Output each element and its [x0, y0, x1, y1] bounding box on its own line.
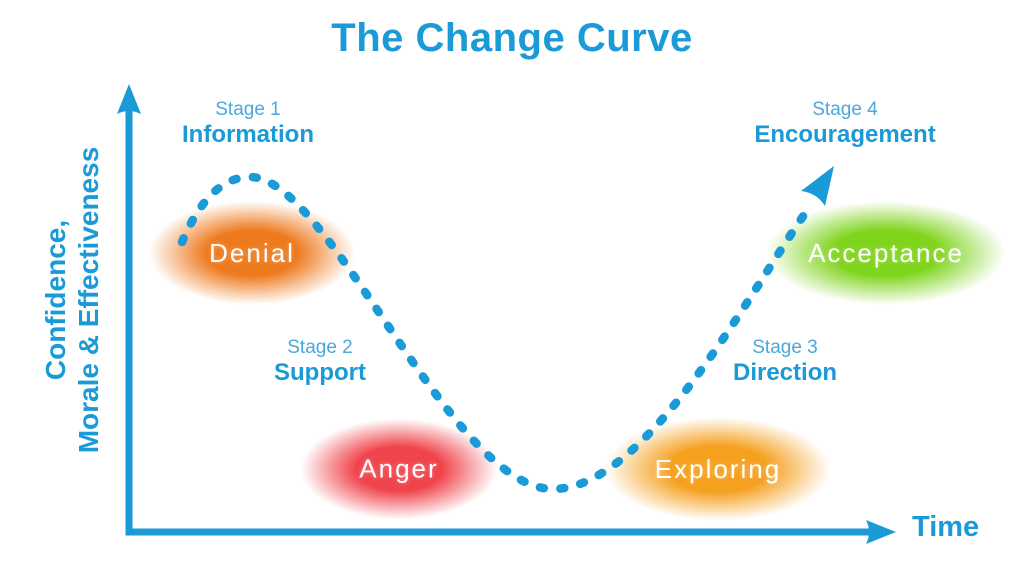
page-title: The Change Curve	[331, 16, 693, 60]
phase-label-acceptance: Acceptance	[808, 237, 964, 268]
change-curve-path	[177, 172, 811, 494]
stage-4-number: Stage 4	[812, 99, 878, 120]
stage-1-label-group: Stage 1 Information	[182, 98, 314, 149]
phase-badge-denial: Denial	[144, 199, 360, 307]
stage-3-name: Direction	[732, 359, 838, 386]
stage-1-number: Stage 1	[215, 99, 281, 120]
stage-2-name: Support	[274, 359, 366, 386]
stage-2-label-group: Stage 2 Support	[274, 336, 366, 387]
axis-lines	[125, 110, 870, 536]
stage-2-number: Stage 2	[287, 337, 353, 358]
stage-3-number: Stage 3	[752, 337, 818, 358]
curve-arrowhead-icon	[801, 166, 834, 206]
phase-label-exploring: Exploring	[654, 453, 782, 484]
x-axis-label: Time	[912, 511, 980, 543]
stage-3-label-group: Stage 3 Direction	[733, 336, 837, 387]
x-axis-arrowhead-icon	[866, 520, 896, 544]
stage-1-name: Information	[182, 121, 314, 148]
phase-badge-exploring: Exploring	[600, 415, 836, 523]
stage-4-label-group: Stage 4 Encouragement	[754, 98, 935, 149]
phase-label-anger: Anger	[359, 453, 439, 484]
phase-badge-anger: Anger	[296, 416, 502, 522]
y-axis-arrowhead-icon	[117, 84, 141, 114]
stage-4-name: Encouragement	[754, 121, 936, 148]
phase-label-denial: Denial	[209, 237, 295, 268]
